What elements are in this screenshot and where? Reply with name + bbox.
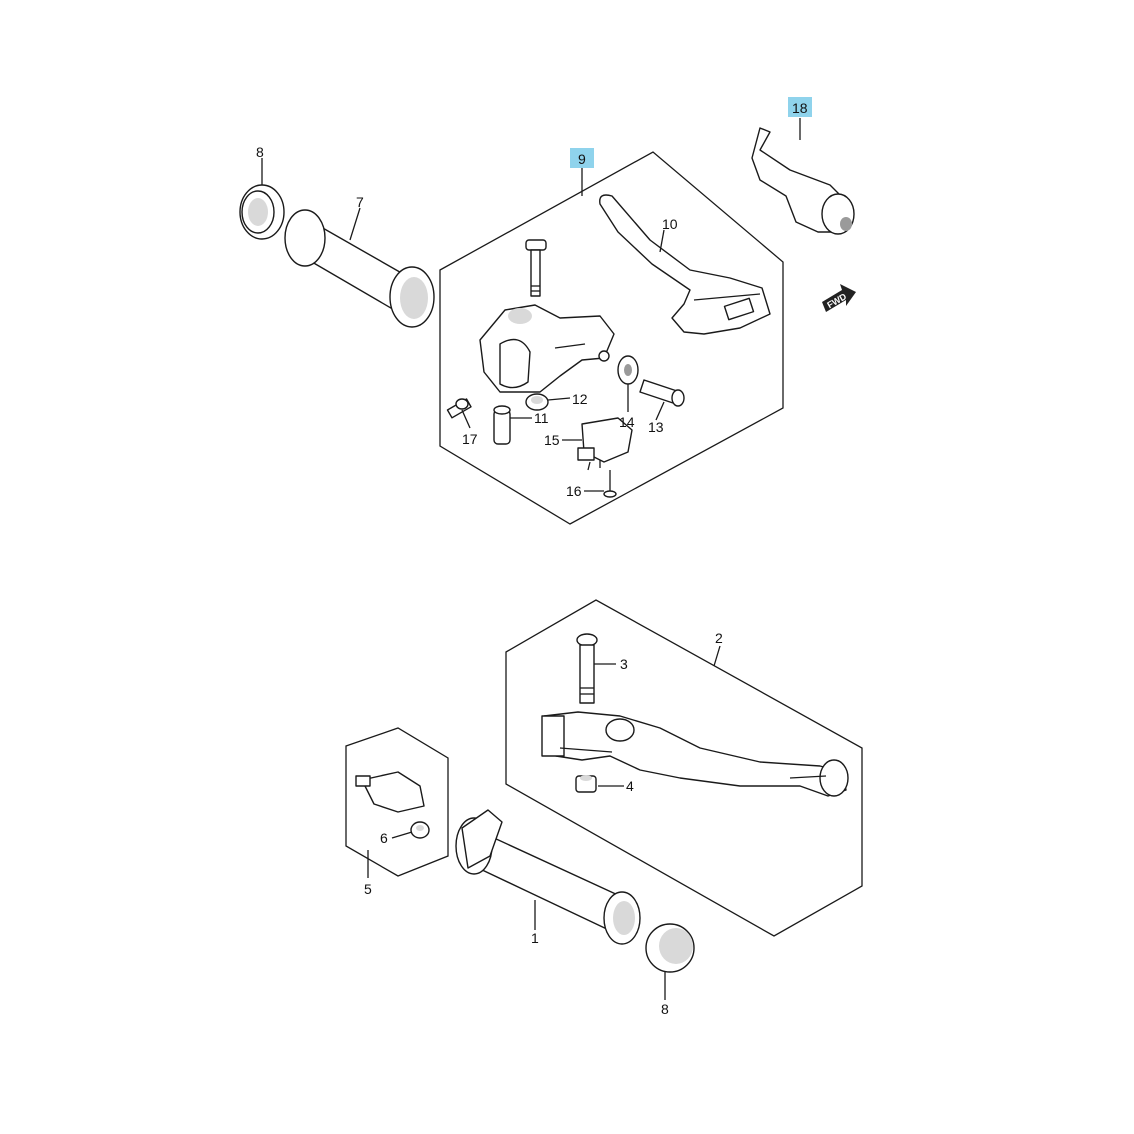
callout-7[interactable]: 7 xyxy=(356,194,364,210)
callout-11[interactable]: 11 xyxy=(534,410,549,426)
callout-17[interactable]: 17 xyxy=(462,431,478,447)
callout-8-top[interactable]: 8 xyxy=(256,144,264,160)
callout-16[interactable]: 16 xyxy=(566,483,582,499)
part-5-brake-switch[interactable] xyxy=(355,771,425,813)
part-14-adjuster-wheel[interactable] xyxy=(617,355,639,385)
part-13-adjuster-bolt[interactable] xyxy=(639,379,685,407)
part-15-clutch-switch[interactable] xyxy=(577,417,633,471)
callout-12[interactable]: 12 xyxy=(572,391,588,407)
highlight-boxes xyxy=(570,97,812,168)
part-12-nut[interactable] xyxy=(525,393,549,411)
assembly-9-outline xyxy=(439,151,784,525)
callout-9[interactable]: 9 xyxy=(578,151,586,167)
highlight-box-9 xyxy=(570,148,594,168)
callout-18[interactable]: 18 xyxy=(792,100,808,116)
part-3-pivot-bolt[interactable] xyxy=(576,633,598,704)
callout-5[interactable]: 5 xyxy=(364,881,372,897)
callout-14[interactable]: 14 xyxy=(619,414,635,430)
part-2-brake-lever[interactable] xyxy=(541,711,849,797)
pivot-bolt[interactable] xyxy=(525,239,547,297)
callout-8-bottom[interactable]: 8 xyxy=(661,1001,669,1017)
callout-2[interactable]: 2 xyxy=(715,630,723,646)
callout-labels: 8 7 9 10 18 17 11 12 14 13 15 16 2 3 4 6… xyxy=(256,100,808,1017)
highlight-box-18 xyxy=(788,97,812,117)
lever-perch-bracket[interactable] xyxy=(479,304,615,393)
callout-3[interactable]: 3 xyxy=(620,656,628,672)
part-6-screw[interactable] xyxy=(410,821,430,839)
assembly-2-outline xyxy=(505,599,863,937)
forward-arrow-icon: FWD xyxy=(822,284,856,312)
part-10-clutch-lever[interactable] xyxy=(599,194,771,335)
assembly-5-outline xyxy=(345,727,449,877)
callout-1[interactable]: 1 xyxy=(531,930,539,946)
part-17-screw[interactable] xyxy=(446,398,472,419)
part-1-throttle-grip[interactable] xyxy=(455,809,641,945)
part-18-cable-boot[interactable] xyxy=(751,127,855,235)
callout-13[interactable]: 13 xyxy=(648,419,664,435)
part-11-bushing[interactable] xyxy=(493,405,511,445)
callout-15[interactable]: 15 xyxy=(544,432,560,448)
callout-6[interactable]: 6 xyxy=(380,830,388,846)
callout-10[interactable]: 10 xyxy=(662,216,678,232)
part-8-bottom-end-cap[interactable] xyxy=(645,923,695,973)
part-7-left-grip[interactable] xyxy=(284,209,435,328)
callout-4[interactable]: 4 xyxy=(626,778,634,794)
part-4-nut[interactable] xyxy=(575,775,597,793)
part-16-small-screw[interactable] xyxy=(603,470,617,498)
part-8-top-end-cap[interactable] xyxy=(239,184,285,240)
leader-lines xyxy=(261,118,801,1000)
